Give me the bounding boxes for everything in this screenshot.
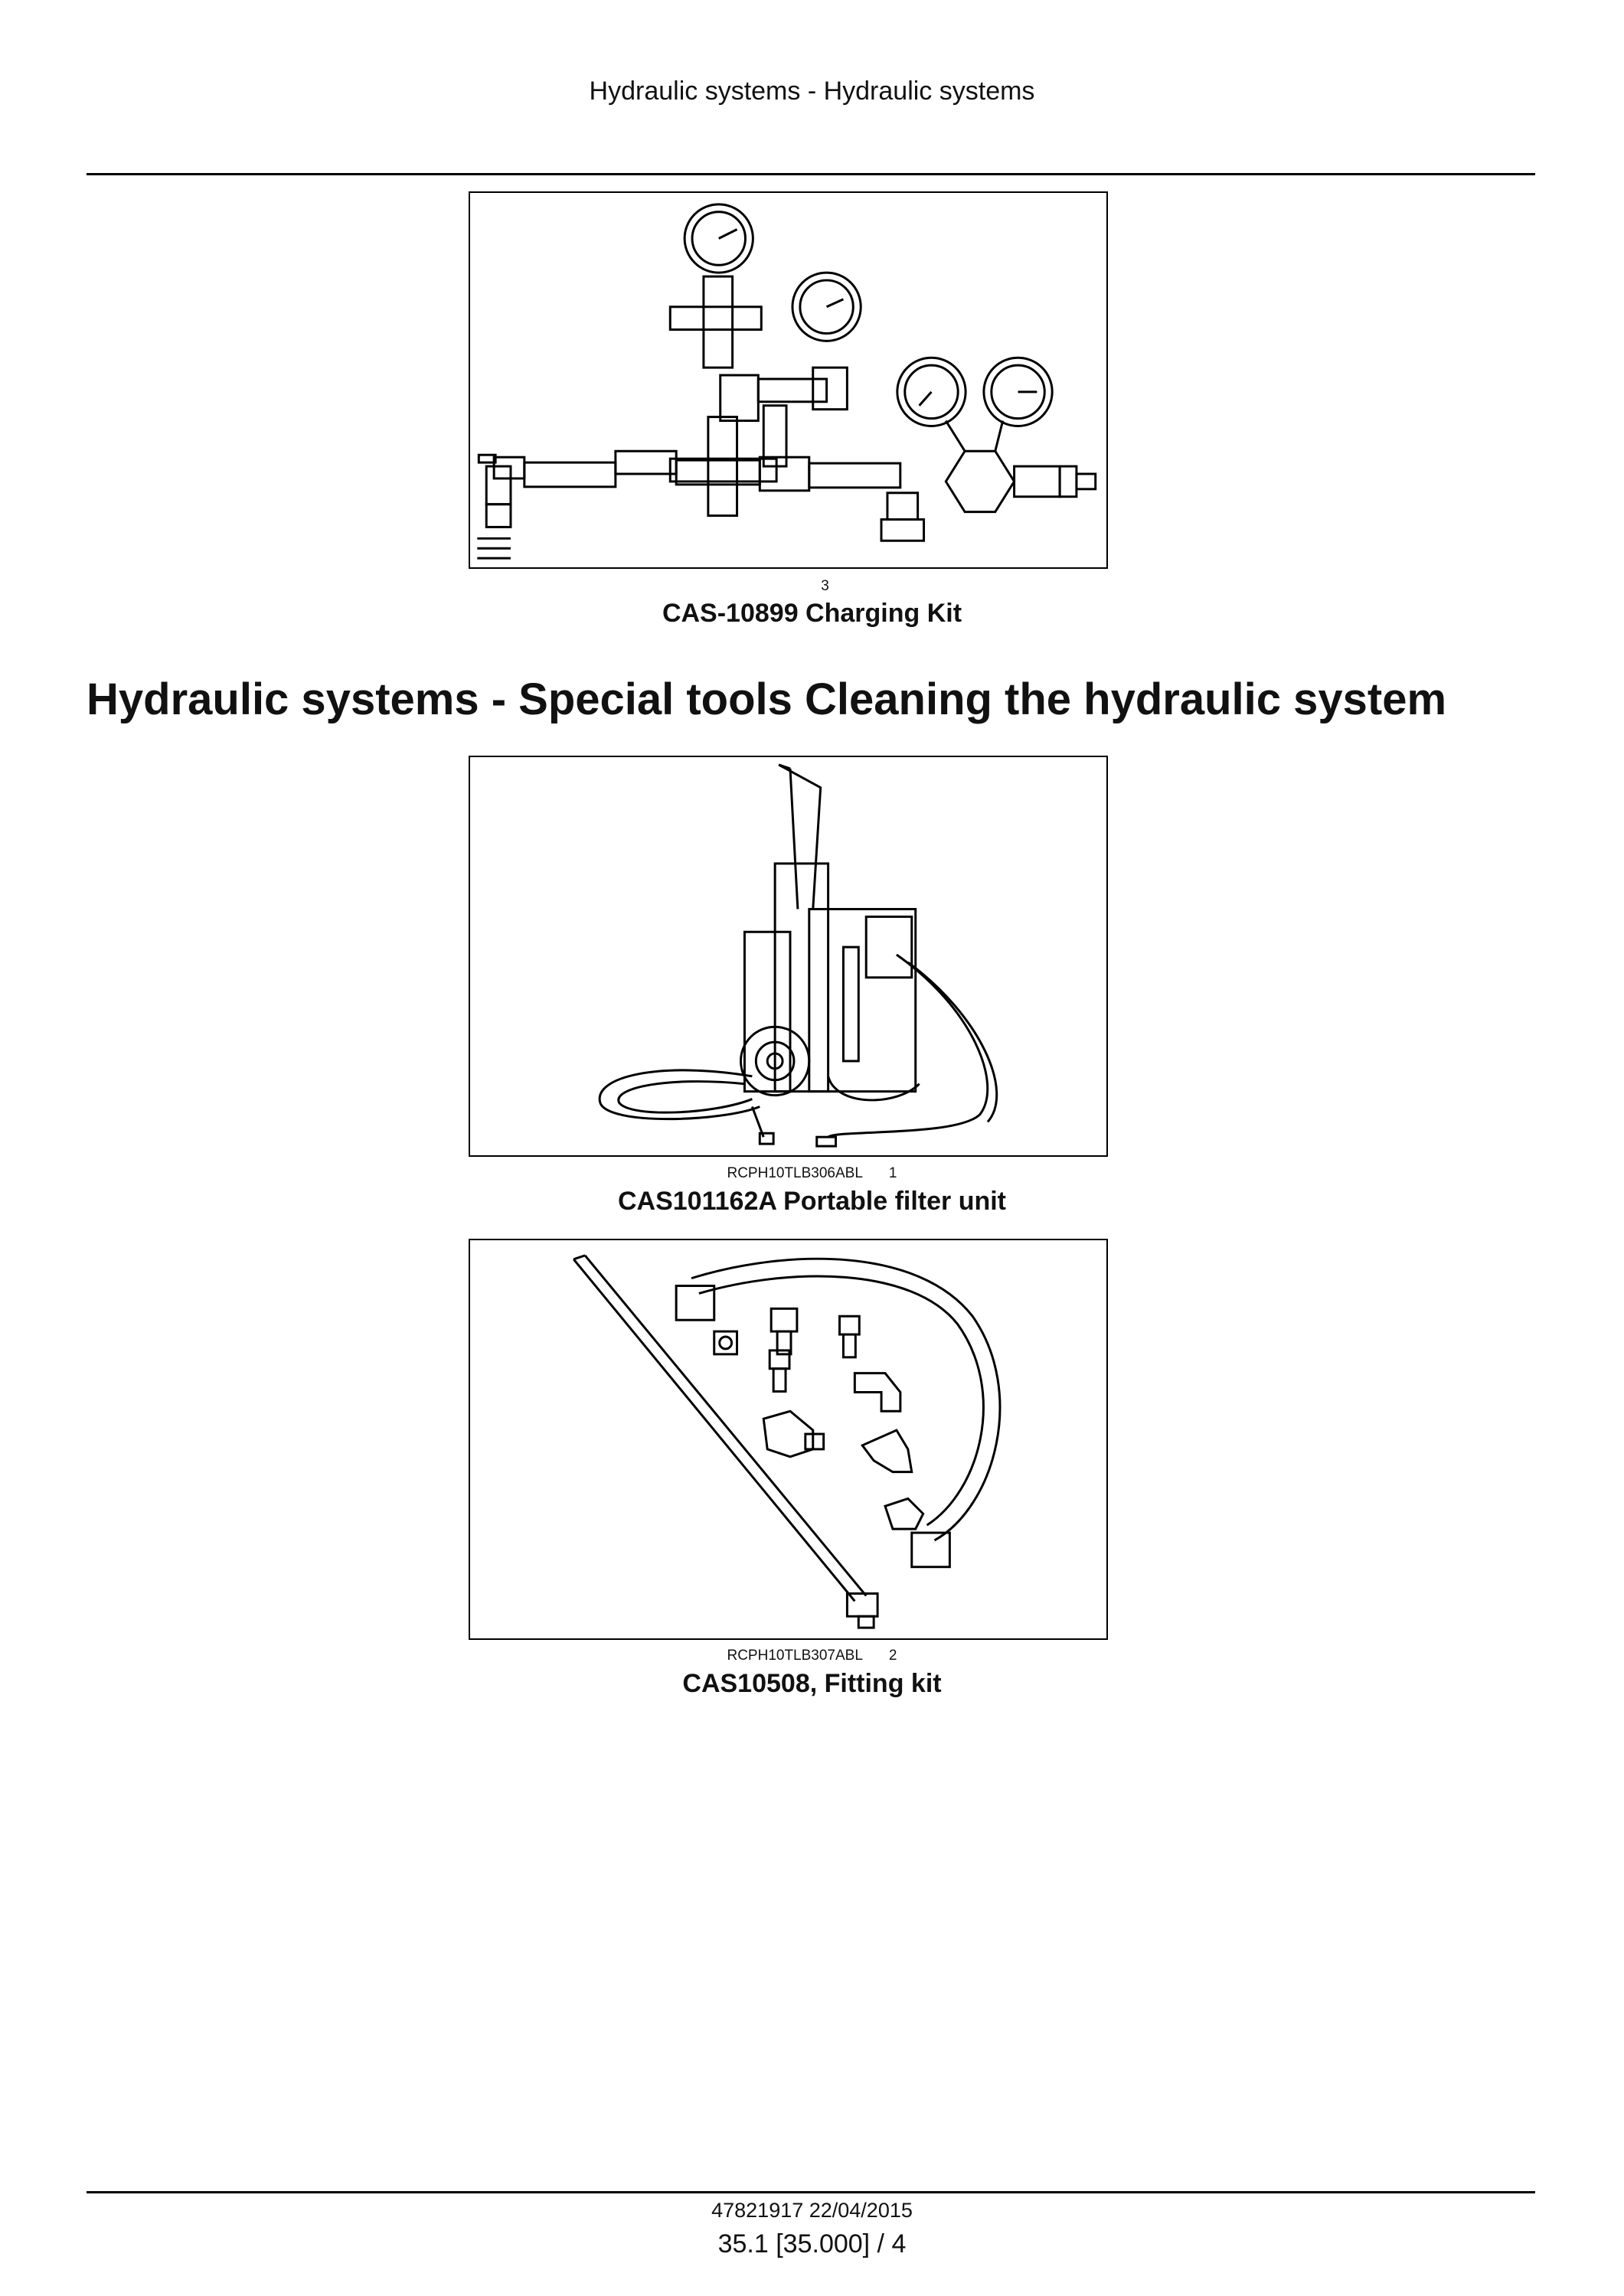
figure-3-ref: RCPH10TLB307ABL 2 xyxy=(0,1648,1624,1664)
figure-2-ref-number: 1 xyxy=(888,1165,897,1181)
footer-doc-ref: 47821917 22/04/2015 xyxy=(711,2199,913,2222)
charging-kit-illustration-icon xyxy=(477,203,1097,560)
filter-unit-figure xyxy=(469,756,1108,1157)
figure-3-ref-number: 2 xyxy=(888,1648,897,1664)
footer-page-number: 35.1 [35.000] / 4 xyxy=(717,2229,907,2258)
figure-1-caption: CAS-10899 Charging Kit xyxy=(662,599,962,628)
section-title: Hydraulic systems - Special tools Cleani… xyxy=(87,674,1447,724)
portable-filter-unit-illustration-icon xyxy=(598,763,998,1148)
fitting-kit-illustration-icon xyxy=(573,1254,1002,1629)
figure-3-ref-code: RCPH10TLB307ABL xyxy=(727,1648,863,1664)
page-header-title: Hydraulic systems - Hydraulic systems xyxy=(589,77,1035,106)
figure-3-caption: CAS10508, Fitting kit xyxy=(682,1669,942,1698)
figure-2-ref-code: RCPH10TLB306ABL xyxy=(727,1165,863,1181)
figure-2-ref: RCPH10TLB306ABL 1 xyxy=(0,1165,1624,1182)
charging-kit-figure xyxy=(469,191,1108,569)
fitting-kit-figure xyxy=(469,1239,1108,1640)
figure-1-ref-number: 3 xyxy=(821,578,829,594)
figure-2-caption: CAS101162A Portable filter unit xyxy=(617,1187,1006,1216)
header-rule xyxy=(87,173,1535,175)
figure-1-ref: 3 xyxy=(0,578,1624,595)
footer-rule xyxy=(87,2191,1535,2193)
